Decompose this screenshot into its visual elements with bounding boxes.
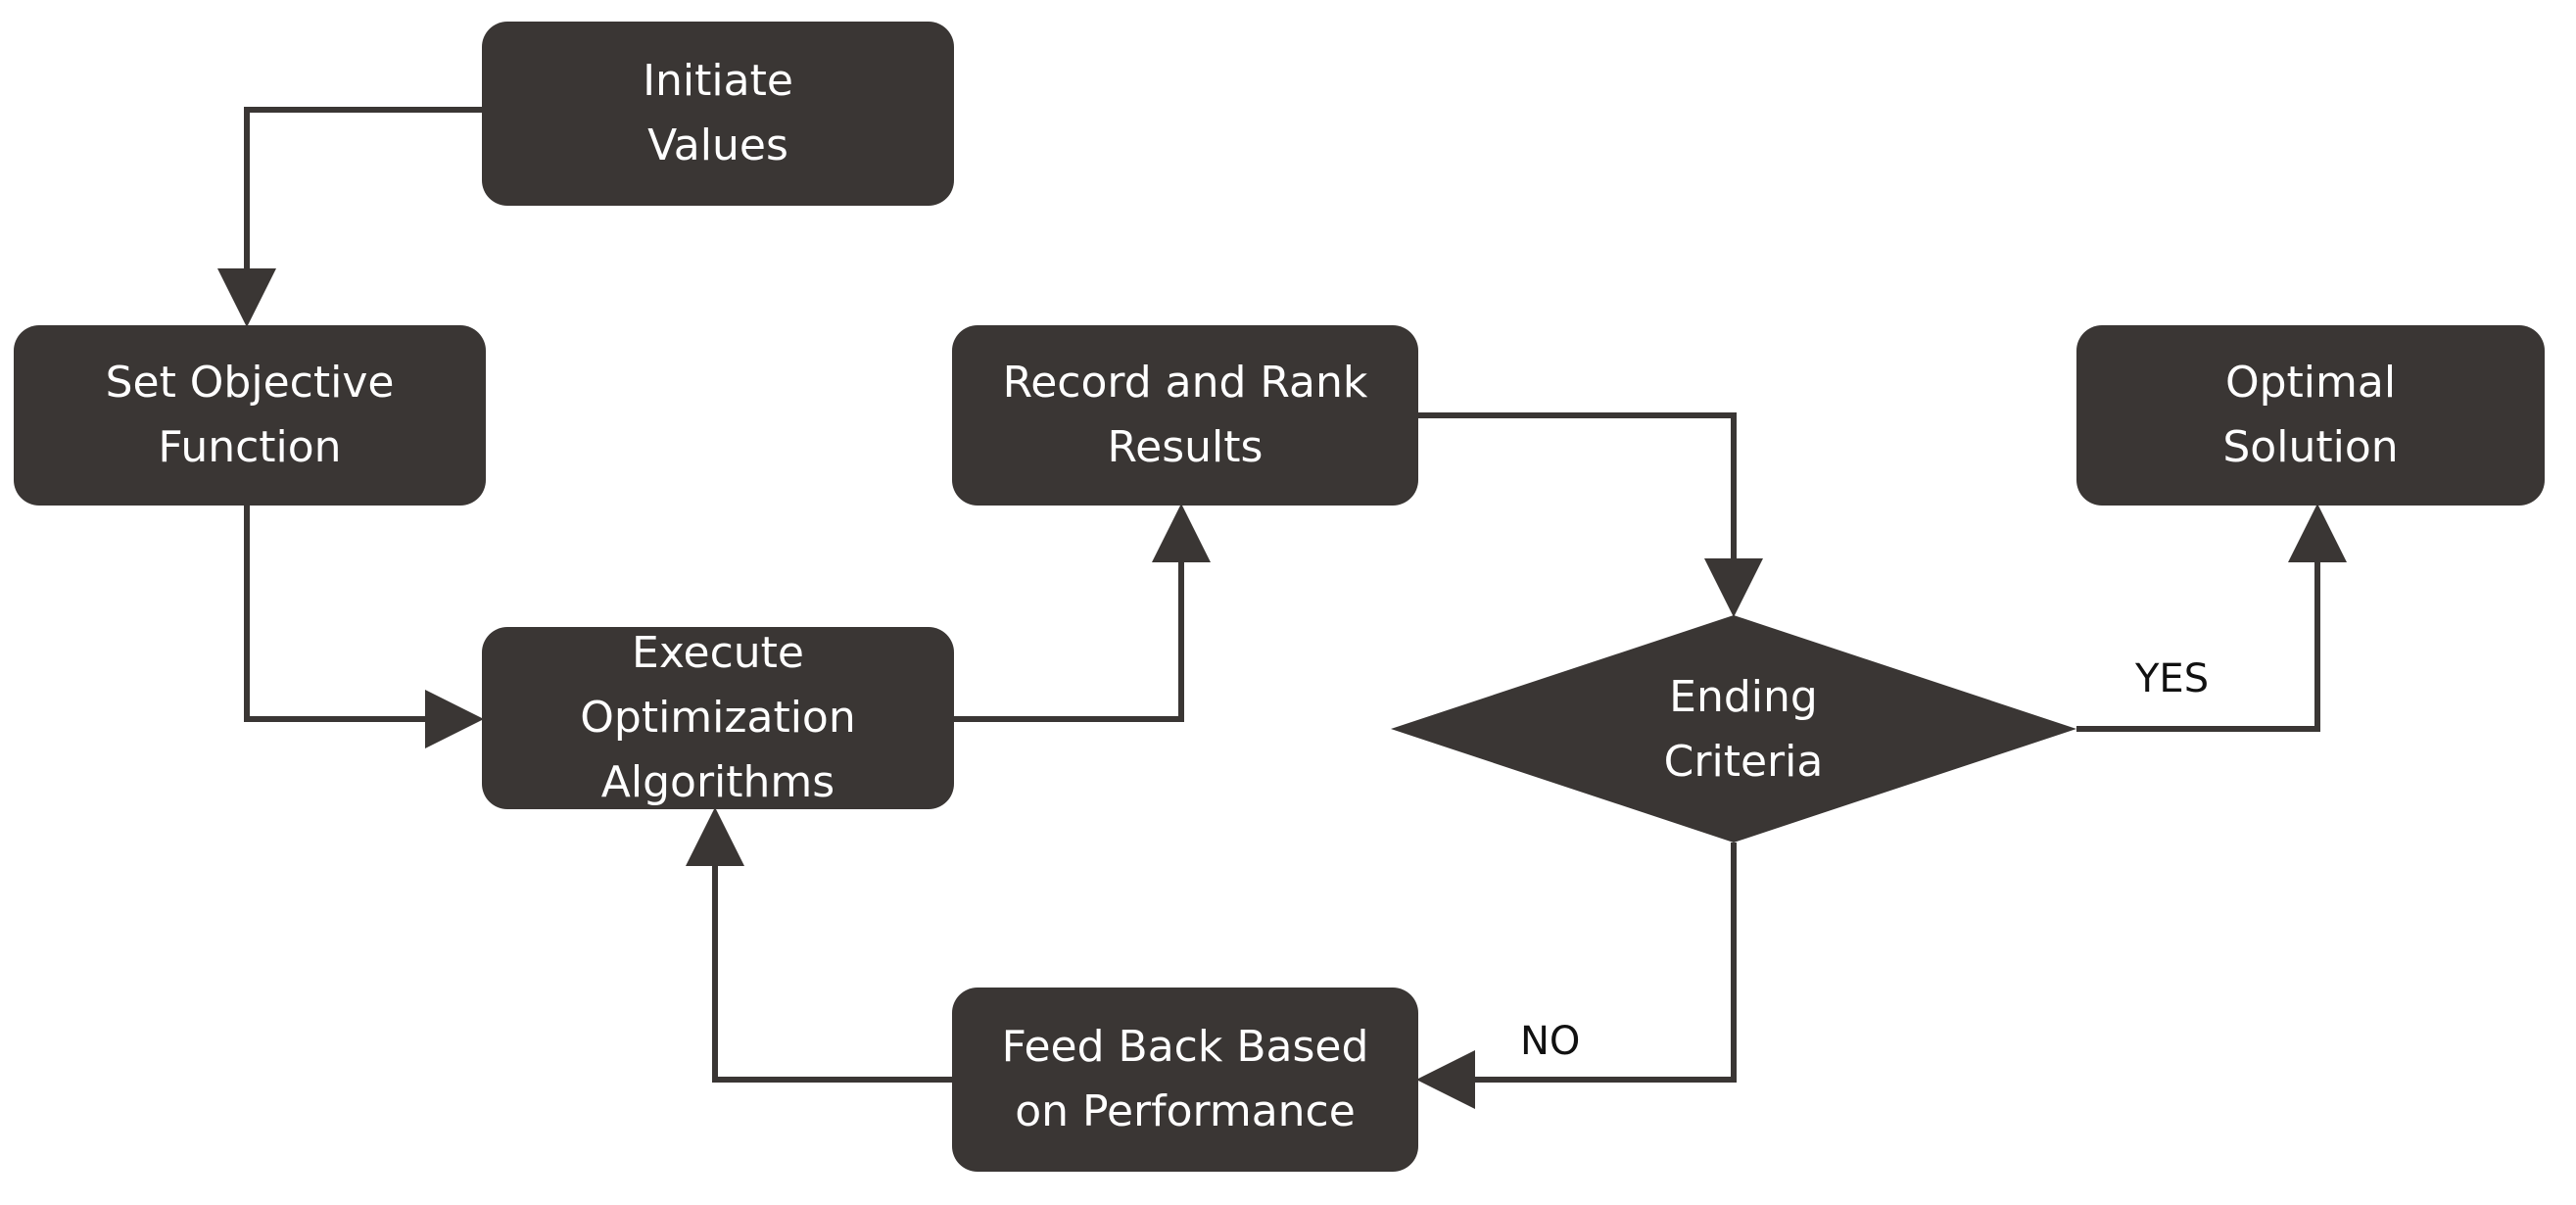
optimal-solution-label: Optimal Solution <box>2222 358 2399 472</box>
initiate-values-node: Initiate Values <box>482 22 954 206</box>
initiate-values-label: Initiate Values <box>643 56 793 170</box>
ending-criteria-label: Ending Criteria <box>1663 672 1824 787</box>
no-edge-label: NO <box>1520 1019 1581 1064</box>
record-and-rank-results-node: Record and Rank Results <box>952 325 1418 506</box>
execute-optimization-algorithms-label: Execute Optimization Algorithms <box>580 628 856 807</box>
edge-record-to-ending <box>1418 412 1763 617</box>
feed-back-based-on-performance-label: Feed Back Based on Performance <box>1001 1022 1369 1136</box>
set-objective-function-node: Set Objective Function <box>14 325 486 506</box>
edge-initiate-to-objective <box>217 107 482 327</box>
ending-criteria-diamond <box>1391 615 2076 843</box>
optimal-solution-node: Optimal Solution <box>2076 325 2545 506</box>
feed-back-based-on-performance-node: Feed Back Based on Performance <box>952 988 1418 1172</box>
record-and-rank-results-label: Record and Rank Results <box>1002 358 1368 472</box>
edge-objective-to-execute <box>244 506 484 748</box>
edge-execute-to-record <box>954 504 1211 722</box>
execute-optimization-algorithms-node: Execute Optimization Algorithms <box>482 627 954 809</box>
set-objective-function-label: Set Objective Function <box>105 358 395 472</box>
edge-feedback-to-execute <box>686 807 952 1083</box>
edge-ending-to-feedback <box>1416 843 1737 1109</box>
edge-ending-to-optimal <box>2076 504 2347 732</box>
yes-edge-label: YES <box>2135 656 2210 701</box>
